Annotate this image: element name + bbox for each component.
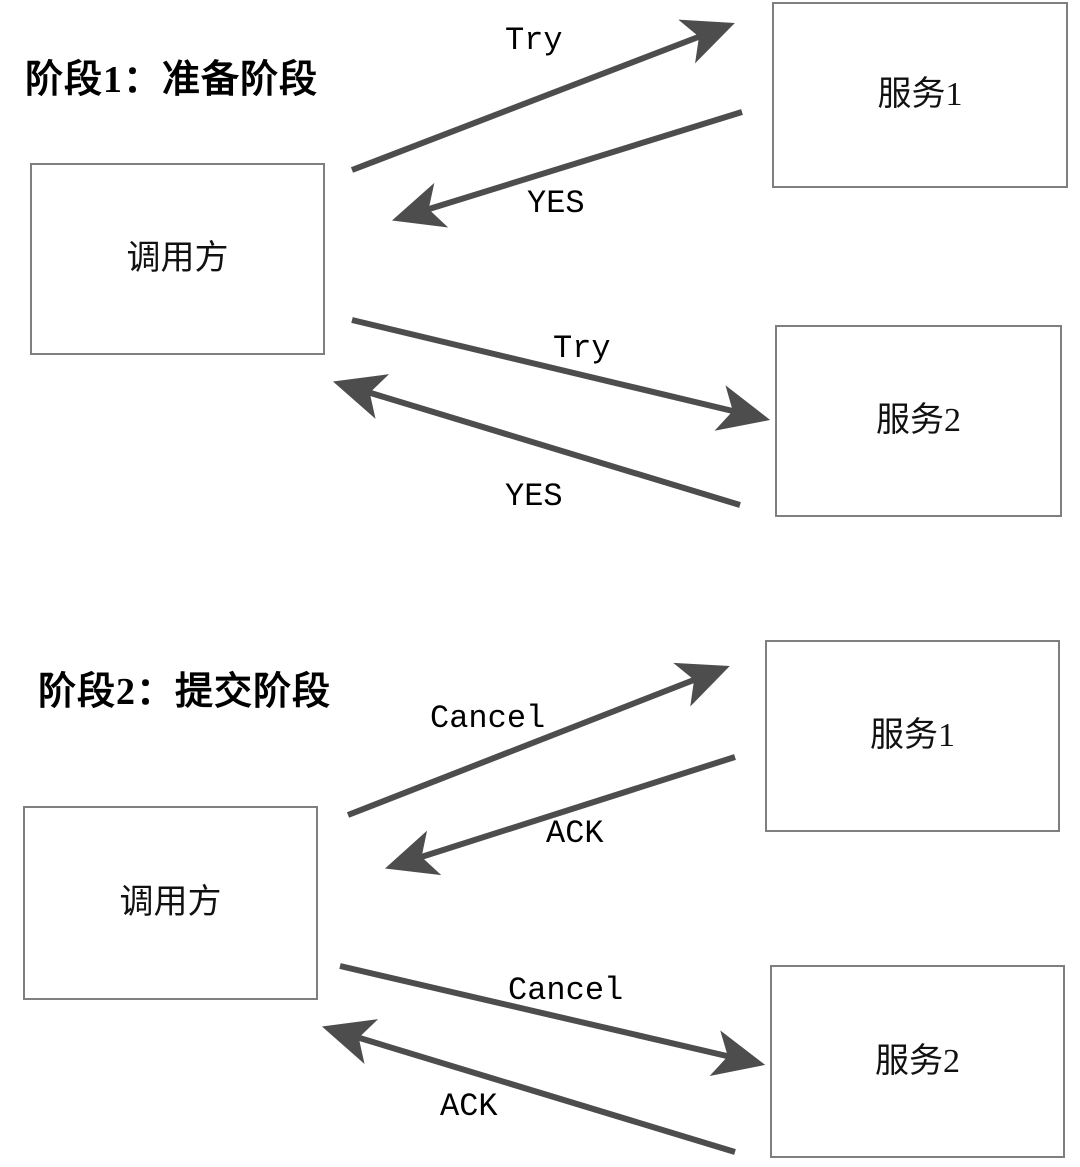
phase1-edge-label-try-s1: Try xyxy=(505,22,563,59)
phase1-caller-box[interactable]: 调用方 xyxy=(30,163,325,355)
phase2-edge-label-ack-s2: ACK xyxy=(440,1088,498,1125)
phase2-edge-label-cancel-s2: Cancel xyxy=(508,972,624,1009)
edge-line-p2-ack-s2 xyxy=(321,1019,736,1155)
phase1-caller-label: 调用方 xyxy=(126,240,229,277)
phase1-service1-label: 服务1 xyxy=(877,76,963,113)
phase1-service2-box[interactable]: 服务2 xyxy=(775,325,1062,517)
phase2-service1-box[interactable]: 服务1 xyxy=(765,640,1060,832)
phase2-service2-label: 服务2 xyxy=(875,1042,960,1080)
edge-line-p2-cancel-s1 xyxy=(346,662,730,818)
phase2-caller-box[interactable]: 调用方 xyxy=(23,806,318,1000)
phase1-service1-box[interactable]: 服务1 xyxy=(772,2,1068,188)
phase1-edge-label-yes-s1: YES xyxy=(527,185,585,222)
phase1-title: 阶段1：准备阶段 xyxy=(25,59,319,101)
phase1-edge-label-try-s2: Try xyxy=(553,330,611,367)
phase1-edge-label-yes-s2: YES xyxy=(505,478,563,515)
phase2-service2-box[interactable]: 服务2 xyxy=(770,965,1065,1158)
phase2-edge-label-ack-s1: ACK xyxy=(546,815,604,852)
phase2-edge-label-cancel-s1: Cancel xyxy=(430,700,546,737)
phase2-caller-label: 调用方 xyxy=(119,884,222,921)
phase2-title: 阶段2：提交阶段 xyxy=(38,671,332,713)
phase2-service1-label: 服务1 xyxy=(870,717,955,754)
phase1-service2-label: 服务2 xyxy=(876,402,961,439)
